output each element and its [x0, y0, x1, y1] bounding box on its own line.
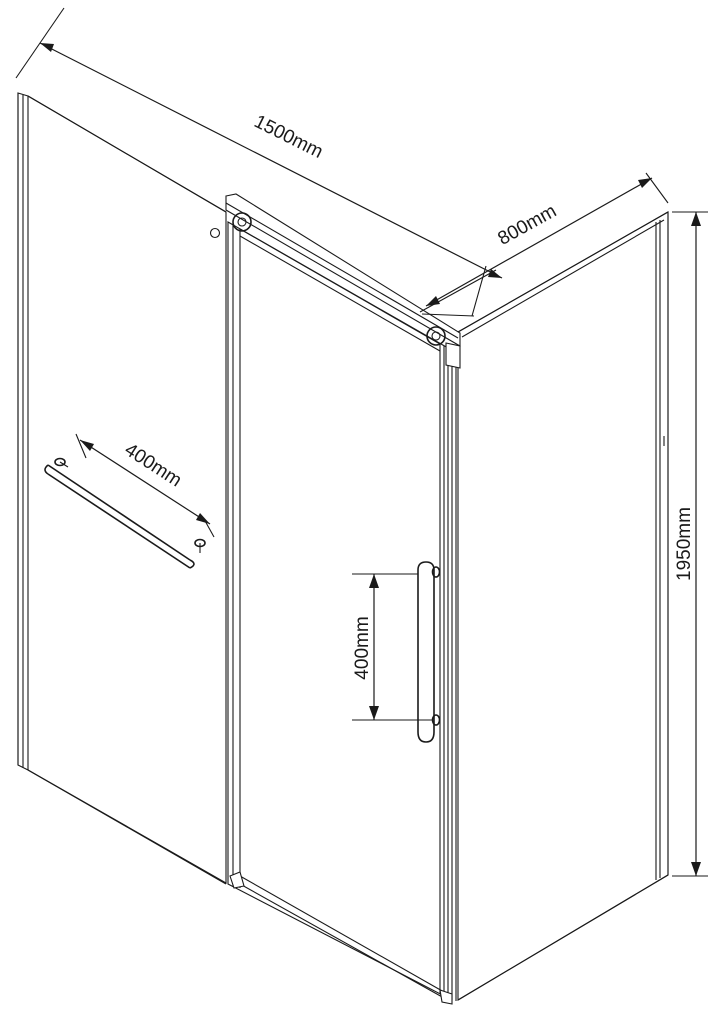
height-label: 1950mm	[674, 507, 695, 581]
sliding-door	[225, 193, 461, 1005]
roller-wheel-right	[426, 326, 446, 346]
dimension-handle: 400mm	[352, 573, 432, 721]
roller-wheel-left	[232, 212, 252, 232]
handle-length-label: 400mm	[352, 616, 373, 679]
width-label: 1500mm	[251, 111, 327, 163]
door-handle	[417, 561, 441, 743]
dimension-height: 1950mm	[672, 211, 708, 877]
side-glass-panel	[457, 211, 669, 1001]
fixed-glass-panel	[17, 92, 227, 885]
depth-label: 800mm	[495, 201, 561, 250]
towel-bar	[44, 457, 206, 569]
